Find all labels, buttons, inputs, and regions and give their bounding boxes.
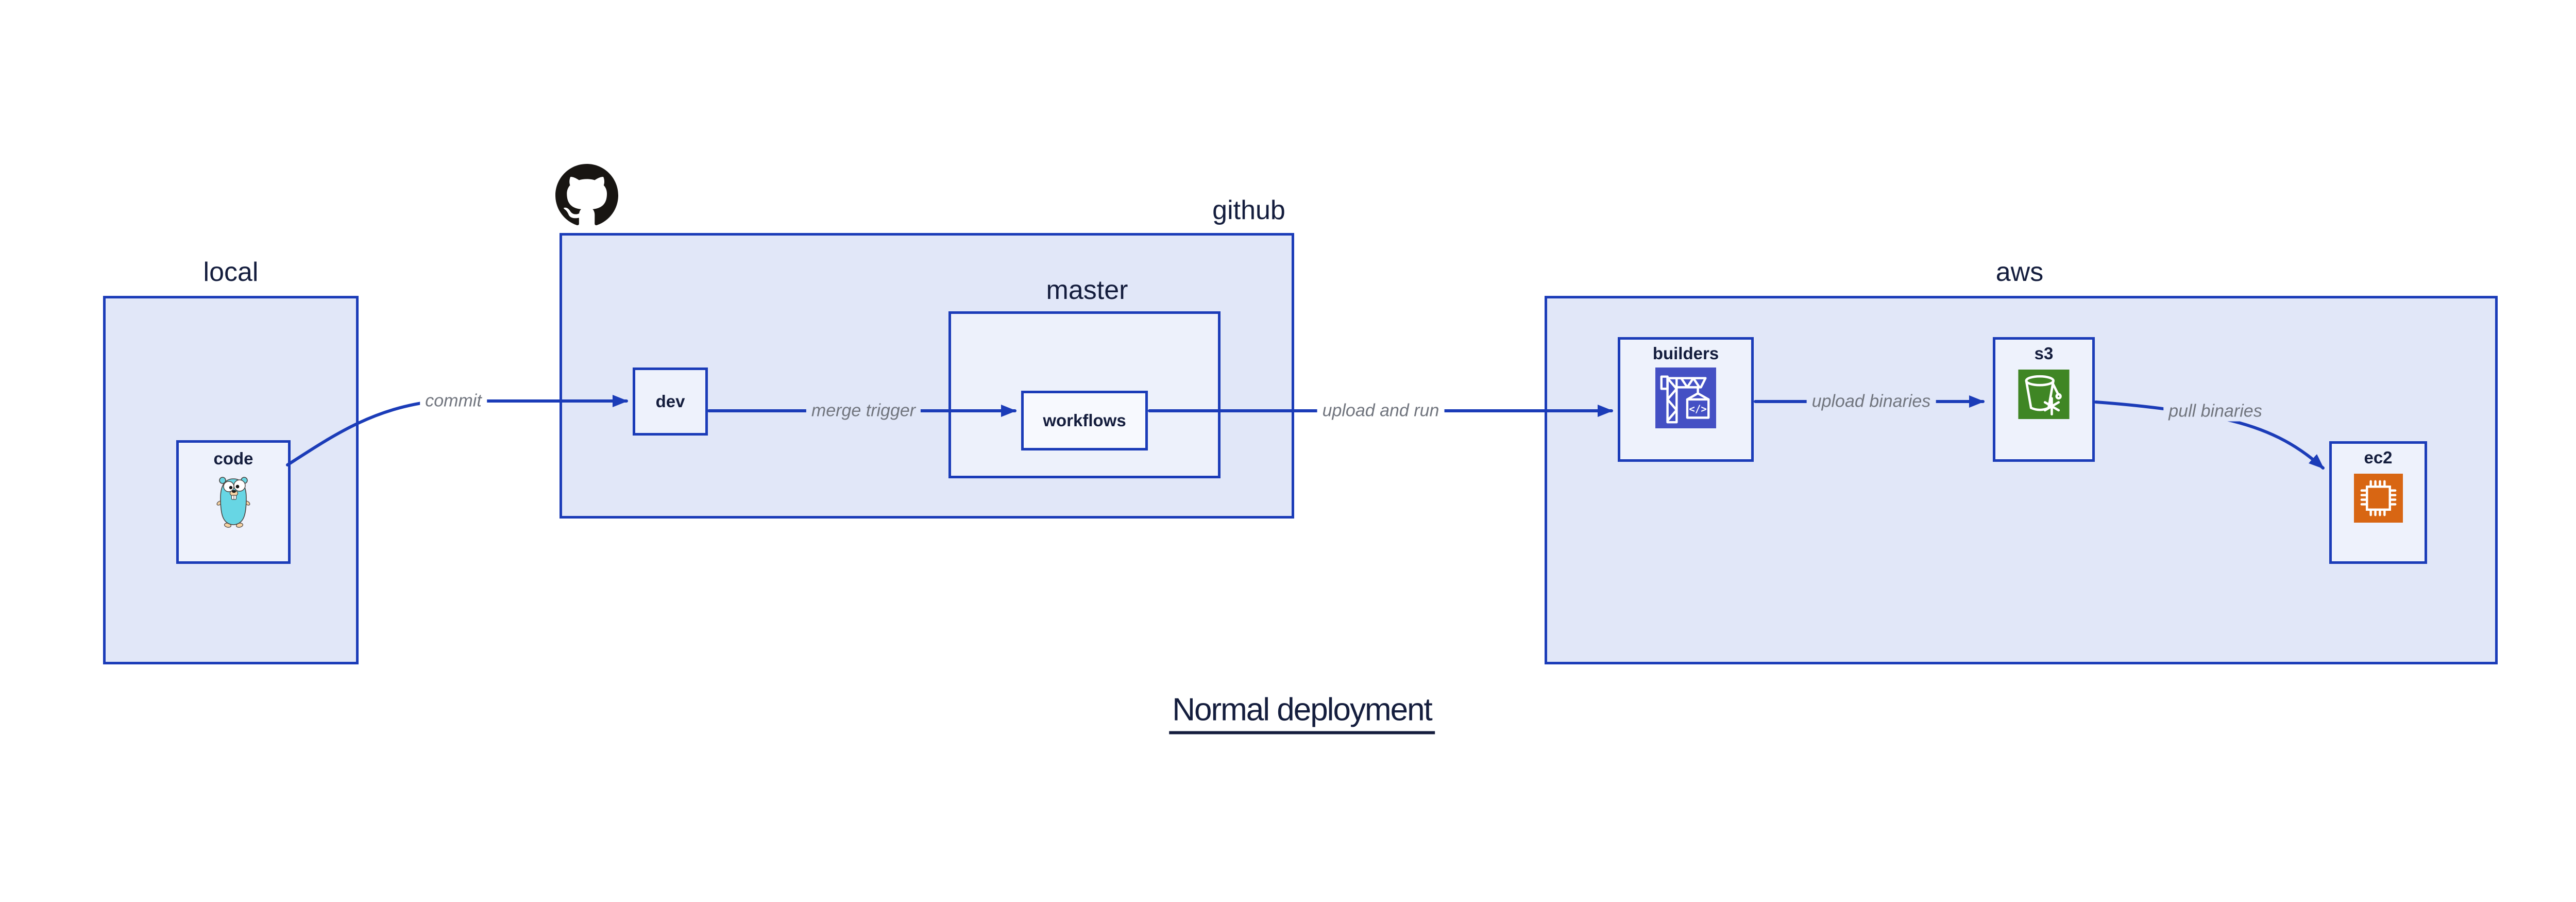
edge-pull-binaries-label: pull binaries xyxy=(2163,401,2267,422)
ec2-node-label: ec2 xyxy=(2364,448,2393,467)
edge-merge-trigger-label: merge trigger xyxy=(806,400,921,421)
builders-node-label: builders xyxy=(1652,344,1719,363)
edge-upload-binaries-label: upload binaries xyxy=(1806,391,1936,412)
go-gopher-icon xyxy=(215,474,252,531)
workflows-node-label: workflows xyxy=(1043,411,1126,430)
svg-text:</>: </> xyxy=(1689,403,1707,415)
s3-node-label: s3 xyxy=(2034,344,2054,363)
github-group-label: github xyxy=(1212,195,1285,225)
dev-node: dev xyxy=(633,368,708,436)
workflows-node: workflows xyxy=(1021,391,1148,450)
code-node-label: code xyxy=(213,449,253,468)
ec2-node: ec2 xyxy=(2329,441,2427,564)
edge-commit-label: commit xyxy=(420,391,487,411)
code-node: code xyxy=(176,440,291,564)
aws-s3-glacier-bucket-icon xyxy=(2018,370,2070,422)
local-group-label: local xyxy=(203,257,259,287)
master-group-label: master xyxy=(1046,275,1128,305)
github-octocat-icon xyxy=(555,164,618,229)
s3-node: s3 xyxy=(1993,337,2095,462)
builders-node: builders </> xyxy=(1618,337,1754,462)
aws-codebuild-crane-icon: </> xyxy=(1655,368,1716,431)
dev-node-label: dev xyxy=(655,392,685,411)
diagram-title: Normal deployment xyxy=(1169,692,1435,734)
aws-ec2-chip-icon xyxy=(2353,474,2403,525)
aws-group-label: aws xyxy=(1995,257,2044,287)
edge-upload-and-run-label: upload and run xyxy=(1317,400,1445,421)
